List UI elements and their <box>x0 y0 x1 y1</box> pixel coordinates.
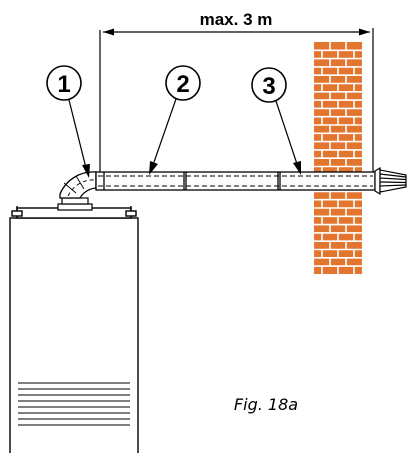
wall-terminal <box>374 166 407 196</box>
callout-3-number: 3 <box>262 73 275 100</box>
callout-1: 1 <box>46 65 90 178</box>
callout-3: 3 <box>251 67 301 175</box>
elbow <box>59 171 97 199</box>
callout-2: 2 <box>149 65 201 175</box>
extension-pipe <box>95 171 376 191</box>
callout-1-number: 1 <box>57 71 70 98</box>
figure-caption: Fig. 18a <box>234 395 298 414</box>
callout-2-number: 2 <box>176 71 189 98</box>
dimension-line <box>99 28 374 176</box>
boiler-grille <box>18 382 130 426</box>
boiler-unit <box>9 206 139 453</box>
elbow-flange <box>57 197 93 211</box>
brick-wall <box>314 42 362 274</box>
dimension-label: max. 3 m <box>200 10 273 29</box>
